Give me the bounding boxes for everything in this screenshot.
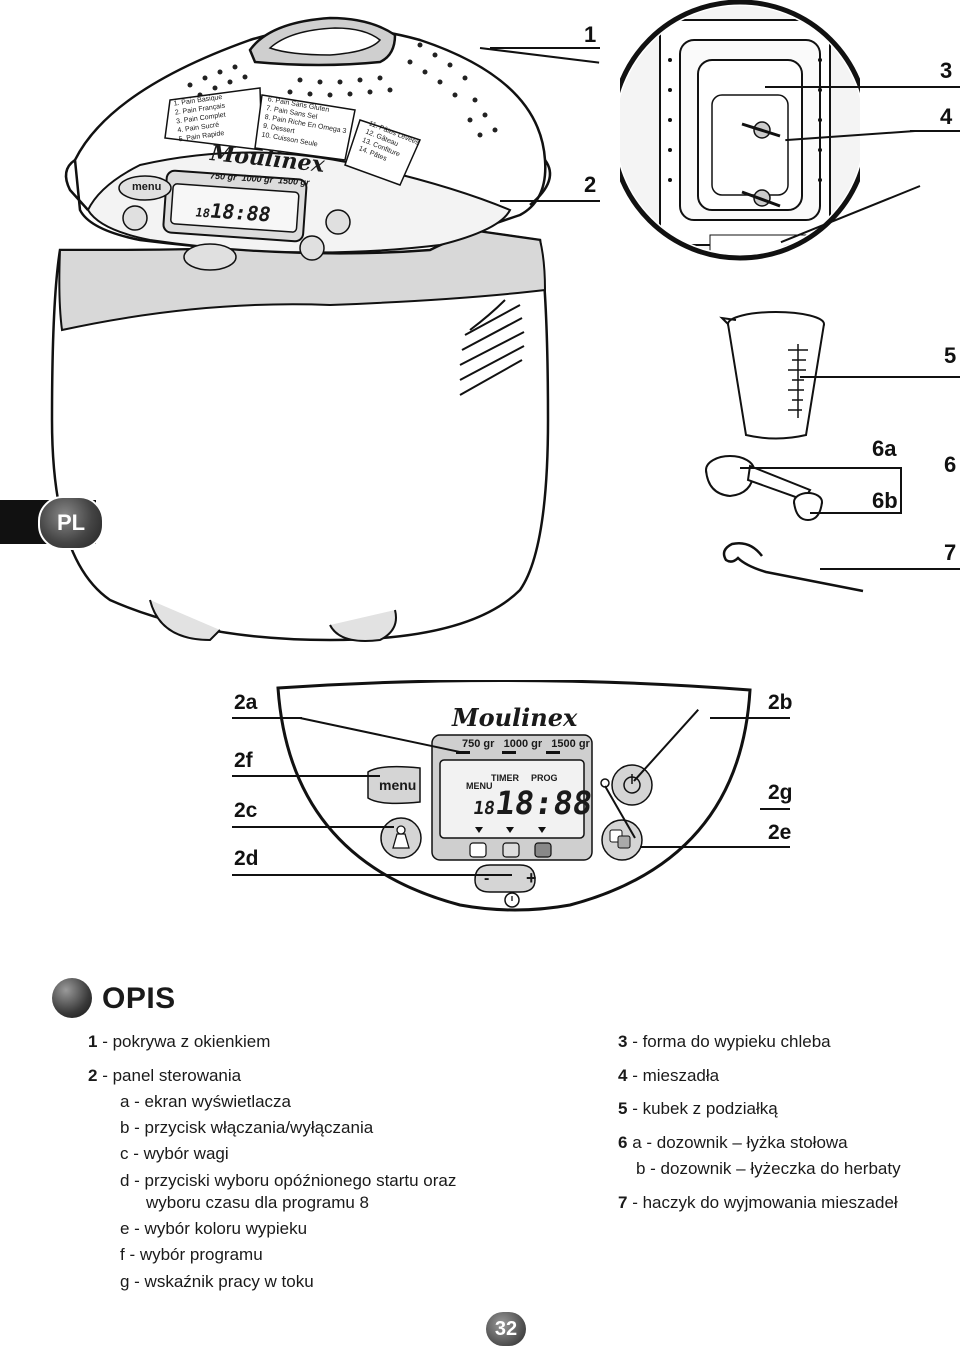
- bread-pan-detail: [620, 0, 860, 261]
- callout-2b: 2b: [768, 691, 793, 714]
- list-item: f - wybór programu: [120, 1245, 263, 1264]
- list-item: 5 - kubek z podziałką: [618, 1099, 778, 1118]
- program-list-left: 1. Pain Basique 2. Pain Français 3. Pain…: [173, 93, 227, 144]
- list-item: e - wybór koloru wypieku: [120, 1219, 308, 1238]
- callout-6a: 6a: [872, 436, 897, 461]
- callout-1: 1: [584, 22, 597, 47]
- list-item: d - przyciski wyboru opóźnionego startu …: [120, 1171, 457, 1190]
- callout-2g: 2g: [768, 781, 793, 804]
- minus-button[interactable]: -: [484, 870, 490, 887]
- list-item: g - wskaźnik pracy w toku: [120, 1272, 314, 1291]
- list-item: 6 a - dozownik – łyżka stołowa: [618, 1133, 848, 1152]
- list-item: a - ekran wyświetlacza: [120, 1092, 292, 1111]
- callout-3: 3: [940, 58, 953, 83]
- list-item: 7 - haczyk do wyjmowania mieszadeł: [618, 1193, 898, 1212]
- callout-2d: 2d: [234, 847, 259, 870]
- panel-weights: 750 gr 1000 gr 1500 gr: [462, 738, 590, 750]
- language-badge: PL: [38, 496, 104, 550]
- callout-2a: 2a: [234, 691, 258, 714]
- list-item: 2 - panel sterowania: [88, 1066, 242, 1085]
- callout-5: 5: [944, 343, 957, 368]
- lid-menu-label: menu: [132, 181, 162, 193]
- lcd-menu-label: MENU: [466, 781, 493, 791]
- callout-2e: 2e: [768, 821, 792, 844]
- callout-2: 2: [584, 172, 597, 197]
- page-number: 32: [486, 1312, 526, 1346]
- lid-lcd-digits: 1818:88: [193, 198, 274, 227]
- list-item: 1 - pokrywa z okienkiem: [88, 1032, 271, 1051]
- bread-machine-illustration: [50, 16, 552, 642]
- lcd-prog-label: PROG: [531, 773, 558, 783]
- plus-button[interactable]: +: [526, 868, 537, 888]
- callout-4: 4: [940, 104, 953, 129]
- list-item: c - wybór wagi: [120, 1144, 229, 1163]
- list-item: b - dozownik – łyżeczka do herbaty: [636, 1159, 901, 1178]
- panel-brand-logo: Moulinex: [452, 703, 578, 732]
- measuring-cup: [719, 311, 825, 440]
- section-title: OPIS: [102, 982, 176, 1015]
- list-item: 3 - forma do wypieku chleba: [618, 1032, 831, 1051]
- lcd-digits: 1818:88: [471, 784, 595, 822]
- lcd-timer-label: TIMER: [491, 773, 519, 783]
- callout-2c: 2c: [234, 799, 258, 822]
- callout-2f: 2f: [234, 749, 253, 772]
- callout-6: 6: [944, 452, 957, 477]
- panel-menu-label: menu: [379, 777, 417, 793]
- list-item: b - przycisk włączania/wyłączania: [120, 1118, 374, 1137]
- kneading-hook: [722, 542, 864, 593]
- section-bullet-icon: [52, 978, 92, 1018]
- list-item: wyboru czasu dla programu 8: [146, 1193, 370, 1212]
- callout-7: 7: [944, 540, 957, 565]
- list-item: 4 - mieszadła: [618, 1066, 720, 1085]
- measuring-spoon: [705, 455, 823, 522]
- callout-6b: 6b: [872, 488, 898, 513]
